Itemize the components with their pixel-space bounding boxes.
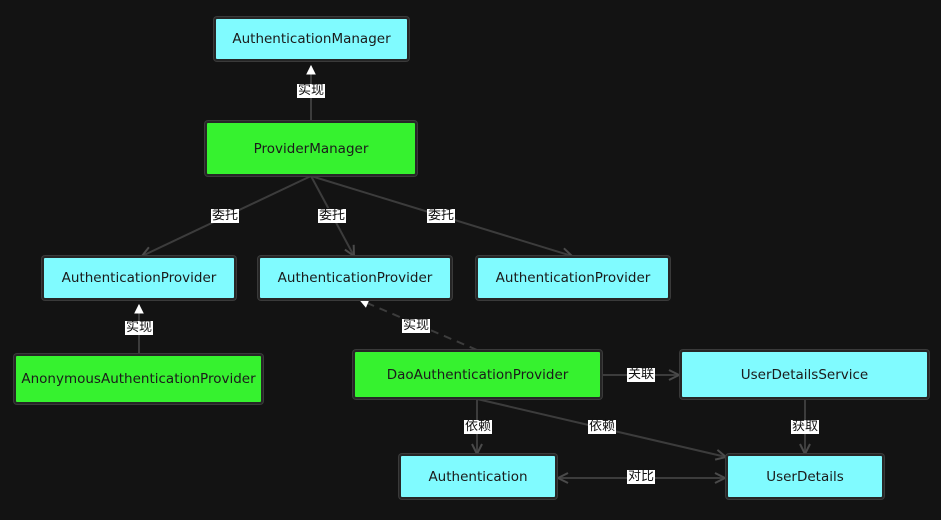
label-depends-user-details: 依赖	[587, 419, 617, 434]
node-authentication-provider-left[interactable]: AuthenticationProvider	[42, 256, 236, 300]
label-implements-manager: 实现	[296, 83, 326, 98]
node-authentication-provider-middle[interactable]: AuthenticationProvider	[258, 256, 452, 300]
label-compares: 对比	[626, 469, 656, 484]
node-anonymous-authentication-provider[interactable]: AnonymousAuthenticationProvider	[14, 354, 263, 404]
label-delegate-left: 委托	[210, 208, 240, 223]
node-provider-manager[interactable]: ProviderManager	[205, 121, 417, 176]
label-depends-authentication: 依赖	[463, 419, 493, 434]
label-obtains: 获取	[790, 419, 820, 434]
label-implements-dao: 实现	[401, 318, 431, 333]
label-implements-anonymous: 实现	[124, 320, 154, 335]
node-authentication-manager[interactable]: AuthenticationManager	[214, 17, 409, 61]
label-delegate-right: 委托	[426, 208, 456, 223]
node-dao-authentication-provider[interactable]: DaoAuthenticationProvider	[353, 350, 602, 399]
node-user-details[interactable]: UserDetails	[726, 454, 884, 499]
label-delegate-middle: 委托	[317, 208, 347, 223]
node-authentication-provider-right[interactable]: AuthenticationProvider	[476, 256, 670, 300]
node-authentication[interactable]: Authentication	[399, 454, 557, 499]
node-user-details-service[interactable]: UserDetailsService	[680, 350, 929, 399]
label-associates: 关联	[626, 367, 656, 382]
